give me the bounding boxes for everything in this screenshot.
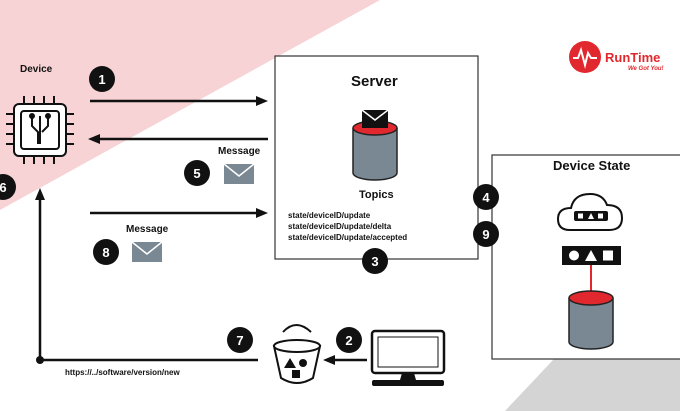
computer-monitor-icon (370, 329, 446, 386)
message-label-5: Message (218, 146, 261, 157)
device-chip-icon (6, 96, 74, 164)
message-envelope-icon (223, 163, 255, 184)
state-shapes-bar-icon (562, 246, 621, 265)
runtime-logo-icon (569, 41, 601, 73)
topics-label: Topics (359, 189, 394, 201)
step-7-badge: 7 (227, 327, 253, 353)
step-1-badge: 1 (89, 66, 115, 92)
topic-update: state/deviceID/update (288, 211, 371, 220)
flow-arrows (35, 96, 367, 365)
step-4-badge: 4 (473, 184, 499, 210)
storage-bucket-icon (272, 324, 322, 384)
step-2-badge: 2 (336, 327, 362, 353)
message-label-8: Message (126, 224, 169, 235)
step-8-badge: 8 (93, 239, 119, 265)
brand-tagline: We Got You! (628, 66, 664, 72)
topics-database-icon (352, 109, 398, 181)
cloud-icon (556, 192, 624, 231)
step-5-badge: 5 (184, 160, 210, 186)
step-9-badge: 9 (473, 221, 499, 247)
brand-name: RunTime (605, 50, 661, 65)
server-title: Server (351, 73, 398, 90)
step-6-badge: 6 (0, 174, 16, 200)
step-3-badge: 3 (362, 248, 388, 274)
message-envelope-icon-2 (131, 241, 163, 262)
device-state-title: Device State (553, 158, 631, 173)
topic-accepted: state/deviceID/update/accepted (288, 233, 408, 242)
state-database-icon (568, 290, 614, 350)
device-label: Device (20, 64, 53, 75)
url-label: https://../software/version/new (65, 368, 180, 377)
junction-dot (36, 356, 44, 364)
topic-delta: state/deviceID/update/delta (288, 222, 392, 231)
topics-list: state/deviceID/update state/deviceID/upd… (288, 210, 407, 243)
pink-background (0, 0, 380, 210)
